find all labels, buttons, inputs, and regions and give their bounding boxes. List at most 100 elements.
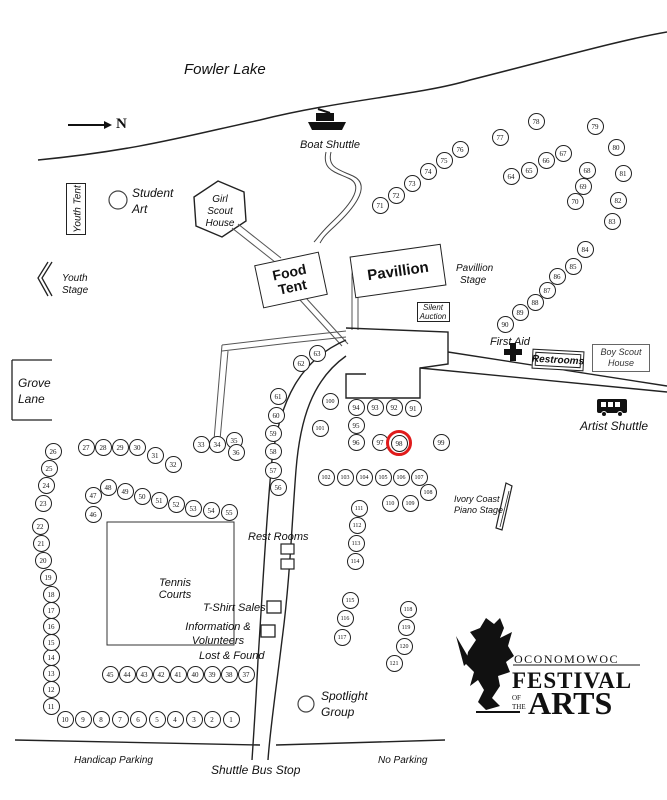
booth-91[interactable]: 91 bbox=[404, 399, 422, 417]
booth-77[interactable]: 77 bbox=[491, 128, 509, 146]
booth-80[interactable]: 80 bbox=[607, 138, 625, 156]
booth-119[interactable]: 119 bbox=[397, 618, 415, 636]
booth-9[interactable]: 9 bbox=[74, 710, 92, 728]
booth-32[interactable]: 32 bbox=[164, 455, 182, 473]
booth-10[interactable]: 10 bbox=[56, 710, 74, 728]
booth-57[interactable]: 57 bbox=[264, 461, 282, 479]
booth-64[interactable]: 64 bbox=[502, 167, 520, 185]
booth-49[interactable]: 49 bbox=[116, 482, 134, 500]
booth-103[interactable]: 103 bbox=[336, 468, 354, 486]
booth-85[interactable]: 85 bbox=[564, 257, 582, 275]
booth-43[interactable]: 43 bbox=[135, 665, 153, 683]
booth-95[interactable]: 95 bbox=[347, 416, 365, 434]
booth-24[interactable]: 24 bbox=[37, 476, 55, 494]
booth-13[interactable]: 13 bbox=[42, 664, 60, 682]
booth-83[interactable]: 83 bbox=[603, 212, 621, 230]
booth-31[interactable]: 31 bbox=[146, 446, 164, 464]
booth-20[interactable]: 20 bbox=[34, 551, 52, 569]
booth-109[interactable]: 109 bbox=[401, 494, 419, 512]
booth-67[interactable]: 67 bbox=[554, 144, 572, 162]
booth-110[interactable]: 110 bbox=[381, 494, 399, 512]
booth-15[interactable]: 15 bbox=[42, 633, 60, 651]
booth-6[interactable]: 6 bbox=[129, 710, 147, 728]
booth-60[interactable]: 60 bbox=[267, 406, 285, 424]
booth-86[interactable]: 86 bbox=[548, 267, 566, 285]
booth-112[interactable]: 112 bbox=[348, 516, 366, 534]
booth-30[interactable]: 30 bbox=[128, 438, 146, 456]
booth-19[interactable]: 19 bbox=[39, 568, 57, 586]
booth-121[interactable]: 121 bbox=[385, 654, 403, 672]
booth-16[interactable]: 16 bbox=[42, 617, 60, 635]
booth-46[interactable]: 46 bbox=[84, 505, 102, 523]
booth-44[interactable]: 44 bbox=[118, 665, 136, 683]
booth-118[interactable]: 118 bbox=[399, 600, 417, 618]
booth-47[interactable]: 47 bbox=[84, 486, 102, 504]
booth-93[interactable]: 93 bbox=[366, 398, 384, 416]
booth-56[interactable]: 56 bbox=[269, 478, 287, 496]
booth-78[interactable]: 78 bbox=[527, 112, 545, 130]
booth-70[interactable]: 70 bbox=[566, 192, 584, 210]
booth-100[interactable]: 100 bbox=[321, 392, 339, 410]
booth-50[interactable]: 50 bbox=[133, 487, 151, 505]
booth-113[interactable]: 113 bbox=[347, 534, 365, 552]
booth-38[interactable]: 38 bbox=[220, 665, 238, 683]
booth-1[interactable]: 1 bbox=[222, 710, 240, 728]
booth-28[interactable]: 28 bbox=[94, 438, 112, 456]
booth-61[interactable]: 61 bbox=[269, 387, 287, 405]
booth-51[interactable]: 51 bbox=[150, 491, 168, 509]
booth-12[interactable]: 12 bbox=[42, 680, 60, 698]
booth-14[interactable]: 14 bbox=[42, 648, 60, 666]
booth-17[interactable]: 17 bbox=[42, 601, 60, 619]
booth-5[interactable]: 5 bbox=[148, 710, 166, 728]
booth-59[interactable]: 59 bbox=[264, 424, 282, 442]
booth-88[interactable]: 88 bbox=[526, 293, 544, 311]
booth-108[interactable]: 108 bbox=[419, 483, 437, 501]
booth-58[interactable]: 58 bbox=[264, 442, 282, 460]
booth-111[interactable]: 111 bbox=[350, 499, 368, 517]
booth-73[interactable]: 73 bbox=[403, 174, 421, 192]
booth-22[interactable]: 22 bbox=[31, 517, 49, 535]
booth-117[interactable]: 117 bbox=[333, 628, 351, 646]
booth-97[interactable]: 97 bbox=[371, 433, 389, 451]
booth-79[interactable]: 79 bbox=[586, 117, 604, 135]
booth-25[interactable]: 25 bbox=[40, 459, 58, 477]
booth-87[interactable]: 87 bbox=[538, 281, 556, 299]
booth-41[interactable]: 41 bbox=[169, 665, 187, 683]
booth-45[interactable]: 45 bbox=[101, 665, 119, 683]
booth-76[interactable]: 76 bbox=[451, 140, 469, 158]
booth-55[interactable]: 55 bbox=[220, 503, 238, 521]
booth-71[interactable]: 71 bbox=[371, 196, 389, 214]
booth-63[interactable]: 63 bbox=[308, 344, 326, 362]
booth-115[interactable]: 115 bbox=[341, 591, 359, 609]
booth-27[interactable]: 27 bbox=[77, 438, 95, 456]
booth-84[interactable]: 84 bbox=[576, 240, 594, 258]
booth-11[interactable]: 11 bbox=[42, 697, 60, 715]
booth-52[interactable]: 52 bbox=[167, 495, 185, 513]
booth-94[interactable]: 94 bbox=[347, 398, 365, 416]
booth-81[interactable]: 81 bbox=[614, 164, 632, 182]
booth-7[interactable]: 7 bbox=[111, 710, 129, 728]
booth-96[interactable]: 96 bbox=[347, 433, 365, 451]
booth-8[interactable]: 8 bbox=[92, 710, 110, 728]
booth-101[interactable]: 101 bbox=[311, 419, 329, 437]
booth-18[interactable]: 18 bbox=[42, 585, 60, 603]
booth-4[interactable]: 4 bbox=[166, 710, 184, 728]
booth-2[interactable]: 2 bbox=[203, 710, 221, 728]
booth-39[interactable]: 39 bbox=[203, 665, 221, 683]
booth-69[interactable]: 69 bbox=[574, 177, 592, 195]
booth-21[interactable]: 21 bbox=[32, 534, 50, 552]
booth-89[interactable]: 89 bbox=[511, 303, 529, 321]
booth-90[interactable]: 90 bbox=[496, 315, 514, 333]
booth-82[interactable]: 82 bbox=[609, 191, 627, 209]
booth-37[interactable]: 37 bbox=[237, 665, 255, 683]
booth-62[interactable]: 62 bbox=[292, 354, 310, 372]
booth-106[interactable]: 106 bbox=[392, 468, 410, 486]
booth-68[interactable]: 68 bbox=[578, 161, 596, 179]
booth-40[interactable]: 40 bbox=[186, 665, 204, 683]
booth-120[interactable]: 120 bbox=[395, 637, 413, 655]
booth-104[interactable]: 104 bbox=[355, 468, 373, 486]
booth-53[interactable]: 53 bbox=[184, 499, 202, 517]
booth-105[interactable]: 105 bbox=[374, 468, 392, 486]
booth-65[interactable]: 65 bbox=[520, 161, 538, 179]
booth-99[interactable]: 99 bbox=[432, 433, 450, 451]
